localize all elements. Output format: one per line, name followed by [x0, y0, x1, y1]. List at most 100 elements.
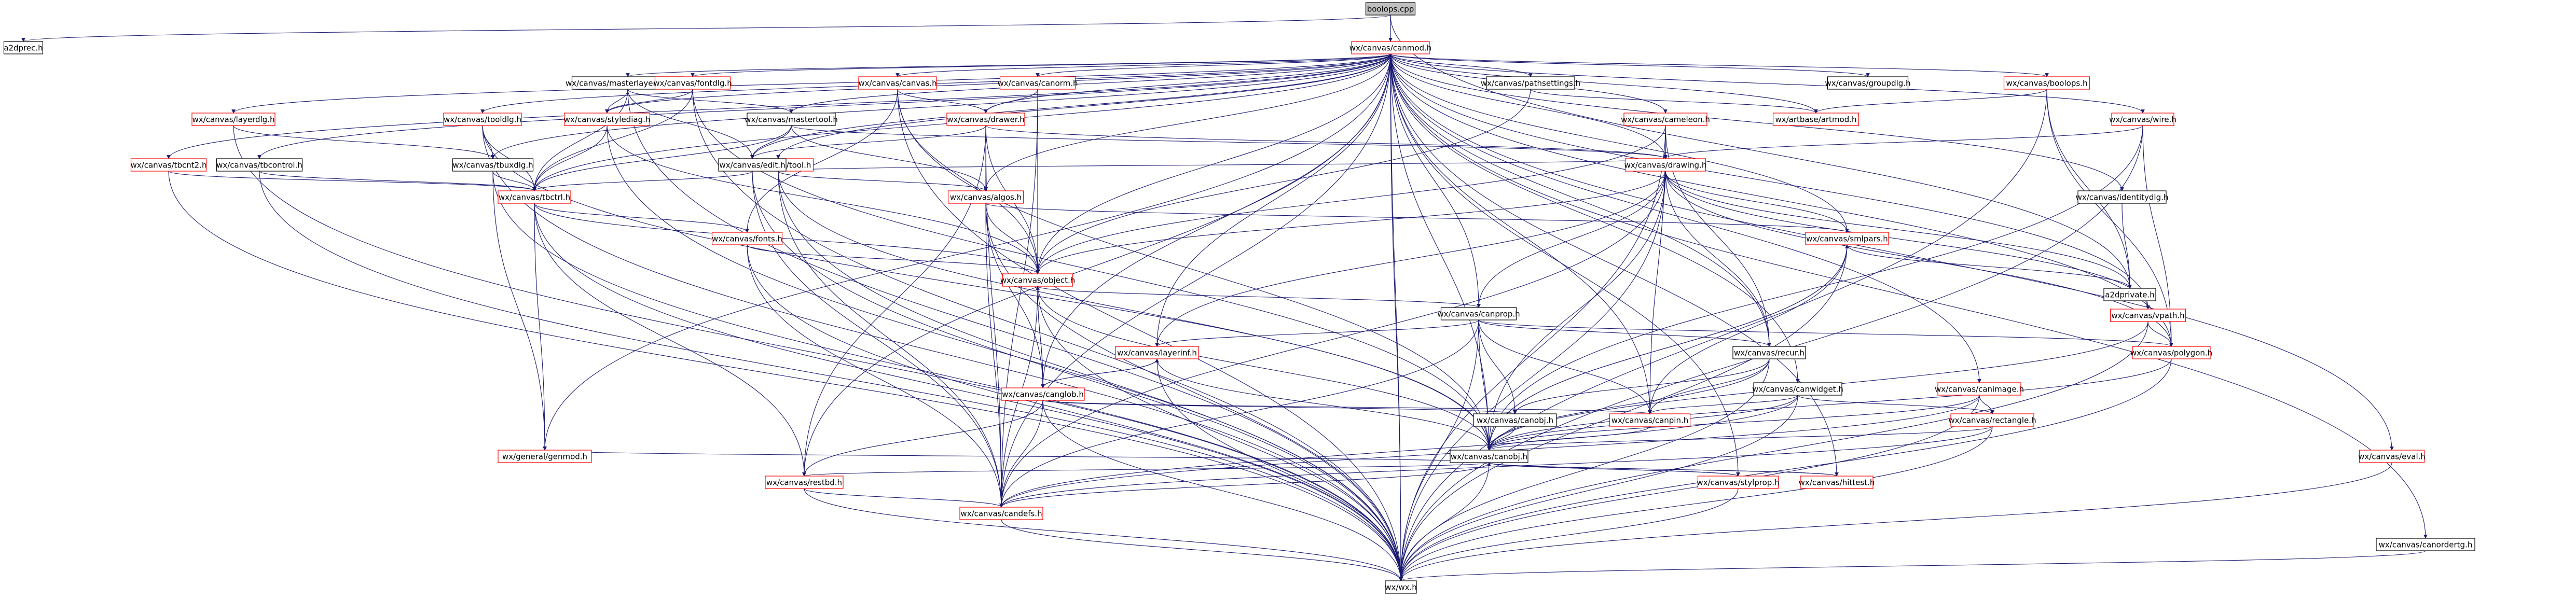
- header-node[interactable]: wx/canvas/fonts.h: [711, 232, 783, 245]
- header-node: a2dprec.h: [3, 41, 44, 54]
- node-label: wx/canvas/stylediag.h: [564, 115, 651, 124]
- dependency-edge: [747, 244, 1003, 508]
- dependency-edge: [1979, 395, 1994, 414]
- header-node[interactable]: wx/canvas/eval.h: [2358, 450, 2426, 463]
- dependency-edge: [1042, 358, 1159, 388]
- node-label: wx/artbase/artmod.h: [1775, 115, 1856, 124]
- node-box: [443, 113, 522, 126]
- header-node[interactable]: wx/canvas/canorm.h: [998, 76, 1078, 90]
- dependency-edge: [999, 426, 1993, 508]
- node-box: [498, 190, 571, 204]
- dependency-edge: [492, 171, 1403, 581]
- node-label: wx/canvas/tbctrl.h: [499, 193, 570, 202]
- node-box: [2103, 288, 2156, 301]
- dependency-edge: [534, 203, 1403, 581]
- header-node[interactable]: wx/canvas/boolops.h: [2003, 76, 2090, 90]
- node-label: wx/canvas/tooldlg.h: [444, 115, 521, 124]
- dependency-edge: [1036, 53, 1391, 274]
- header-node[interactable]: wx/canvas/tbcnt2.h: [131, 158, 207, 172]
- dependency-edge: [1665, 171, 1771, 347]
- dependency-edge: [1036, 53, 1391, 77]
- header-node[interactable]: wx/canvas/stylprop.h: [1697, 476, 1780, 489]
- header-node[interactable]: wx/canvas/vpath.h: [2110, 309, 2186, 322]
- header-node[interactable]: wx/canvas/candefs.h: [959, 507, 1043, 520]
- dependency-edge: [1399, 550, 2426, 581]
- header-node[interactable]: wx/canvas/layerinf.h: [1115, 346, 1199, 359]
- header-node[interactable]: wx/canvas/cameleon.h: [1621, 113, 1710, 126]
- header-node[interactable]: wx/canvas/rectangle.h: [1948, 413, 2036, 427]
- header-node[interactable]: wx/canvas/polygon.h: [2130, 346, 2212, 359]
- dependency-edge: [804, 488, 1003, 508]
- header-node: wx/canvas/mastertool.h: [745, 113, 838, 126]
- root-file-node: boolops.cpp: [1365, 2, 1416, 16]
- header-node[interactable]: wx/general/genmod.h: [498, 450, 592, 463]
- header-node[interactable]: wx/canvas/canmod.h: [1349, 41, 1432, 54]
- node-box: [946, 113, 1025, 126]
- dependency-edge: [999, 89, 1038, 508]
- node-label: wx/canvas/mastertool.h: [745, 115, 838, 124]
- node-label: wx/canvas/vpath.h: [2111, 311, 2184, 320]
- dependency-edge: [985, 203, 1003, 508]
- node-label: wx/canvas/canmod.h: [1349, 44, 1432, 53]
- header-node[interactable]: wx/canvas/algos.h: [947, 190, 1024, 204]
- dependency-edge: [532, 89, 693, 191]
- node-box: [959, 507, 1043, 520]
- header-node[interactable]: wx/canvas/tbctrl.h: [498, 190, 571, 204]
- node-box: [1624, 158, 1706, 172]
- dependency-edge: [1037, 286, 1403, 581]
- dependency-edge: [896, 53, 1391, 77]
- dependency-edge: [1399, 89, 2047, 581]
- dependency-edge: [491, 53, 1391, 159]
- node-box: [1937, 382, 2021, 396]
- node-box: [711, 232, 783, 245]
- header-node: wx/wx.h: [1385, 580, 1417, 594]
- header-node[interactable]: wx/canvas/hittest.h: [1799, 476, 1875, 489]
- header-node[interactable]: wx/canvas/object.h: [1000, 273, 1076, 287]
- dependency-edge: [1390, 53, 2145, 114]
- dependency-edge: [1487, 462, 1837, 477]
- node-box: [1440, 307, 1517, 320]
- dependency-edge: [1037, 286, 1491, 451]
- dependency-edge: [1487, 426, 1650, 451]
- node-label: wx/canvas/eval.h: [2358, 452, 2426, 462]
- header-node[interactable]: wx/canvas/stylediag.h: [563, 113, 651, 126]
- header-node[interactable]: wx/canvas/canglob.h: [1001, 387, 1085, 401]
- node-label: wx/canvas/hittest.h: [1799, 478, 1875, 487]
- header-node[interactable]: wx/canvas/drawing.h: [1624, 158, 1707, 172]
- header-node: wx/canvas/canordertg.h: [2376, 538, 2475, 551]
- header-node: wx/canvas/identitydlg.h: [2076, 190, 2168, 204]
- dependency-edge: [692, 89, 1403, 581]
- dependency-edge: [1665, 171, 2150, 310]
- header-node[interactable]: wx/canvas/canimage.h: [1935, 382, 2024, 396]
- node-box: [1623, 113, 1707, 126]
- dependency-edge: [985, 203, 1849, 233]
- header-node[interactable]: wx/canvas/canvas.h: [858, 76, 937, 90]
- node-label: wx/canvas/layerdlg.h: [192, 115, 275, 124]
- dependency-edge: [1487, 358, 2172, 451]
- header-node[interactable]: wx/canvas/canpin.h: [1609, 413, 1691, 427]
- node-box: [947, 190, 1024, 204]
- header-node[interactable]: wx/canvas/tooldlg.h: [443, 113, 522, 126]
- header-node[interactable]: wx/artbase/artmod.h: [1772, 113, 1859, 126]
- header-node[interactable]: wx/canvas/restbd.h: [765, 476, 844, 489]
- header-node[interactable]: wx/canvas/fontdlg.h: [653, 76, 732, 90]
- dependency-edge: [985, 203, 1045, 388]
- header-node: wx/canvas/tbuxdlg.h: [452, 158, 534, 172]
- node-box: [1697, 476, 1779, 489]
- dependency-edge: [984, 53, 1391, 191]
- header-node[interactable]: wx/canvas/layerdlg.h: [191, 113, 275, 126]
- dependency-edge: [607, 125, 1040, 274]
- dependency-edge: [532, 89, 628, 191]
- dependency-edge: [534, 203, 806, 477]
- header-node[interactable]: wx/canvas/smlpars.h: [1805, 232, 1889, 245]
- dependency-edge: [1042, 400, 1652, 414]
- node-label: wx/canvas/tbcnt2.h: [131, 161, 207, 170]
- header-node[interactable]: wx/canvas/wire.h: [2109, 113, 2176, 126]
- node-box: [563, 113, 651, 126]
- node-label: wx/canvas/canglob.h: [1002, 390, 1084, 399]
- node-box: [1486, 76, 1575, 90]
- node-label: wx/wx.h: [1385, 583, 1417, 592]
- node-box: [2376, 538, 2475, 551]
- dependency-edge: [1390, 53, 1818, 114]
- header-node[interactable]: wx/canvas/drawer.h: [946, 113, 1025, 126]
